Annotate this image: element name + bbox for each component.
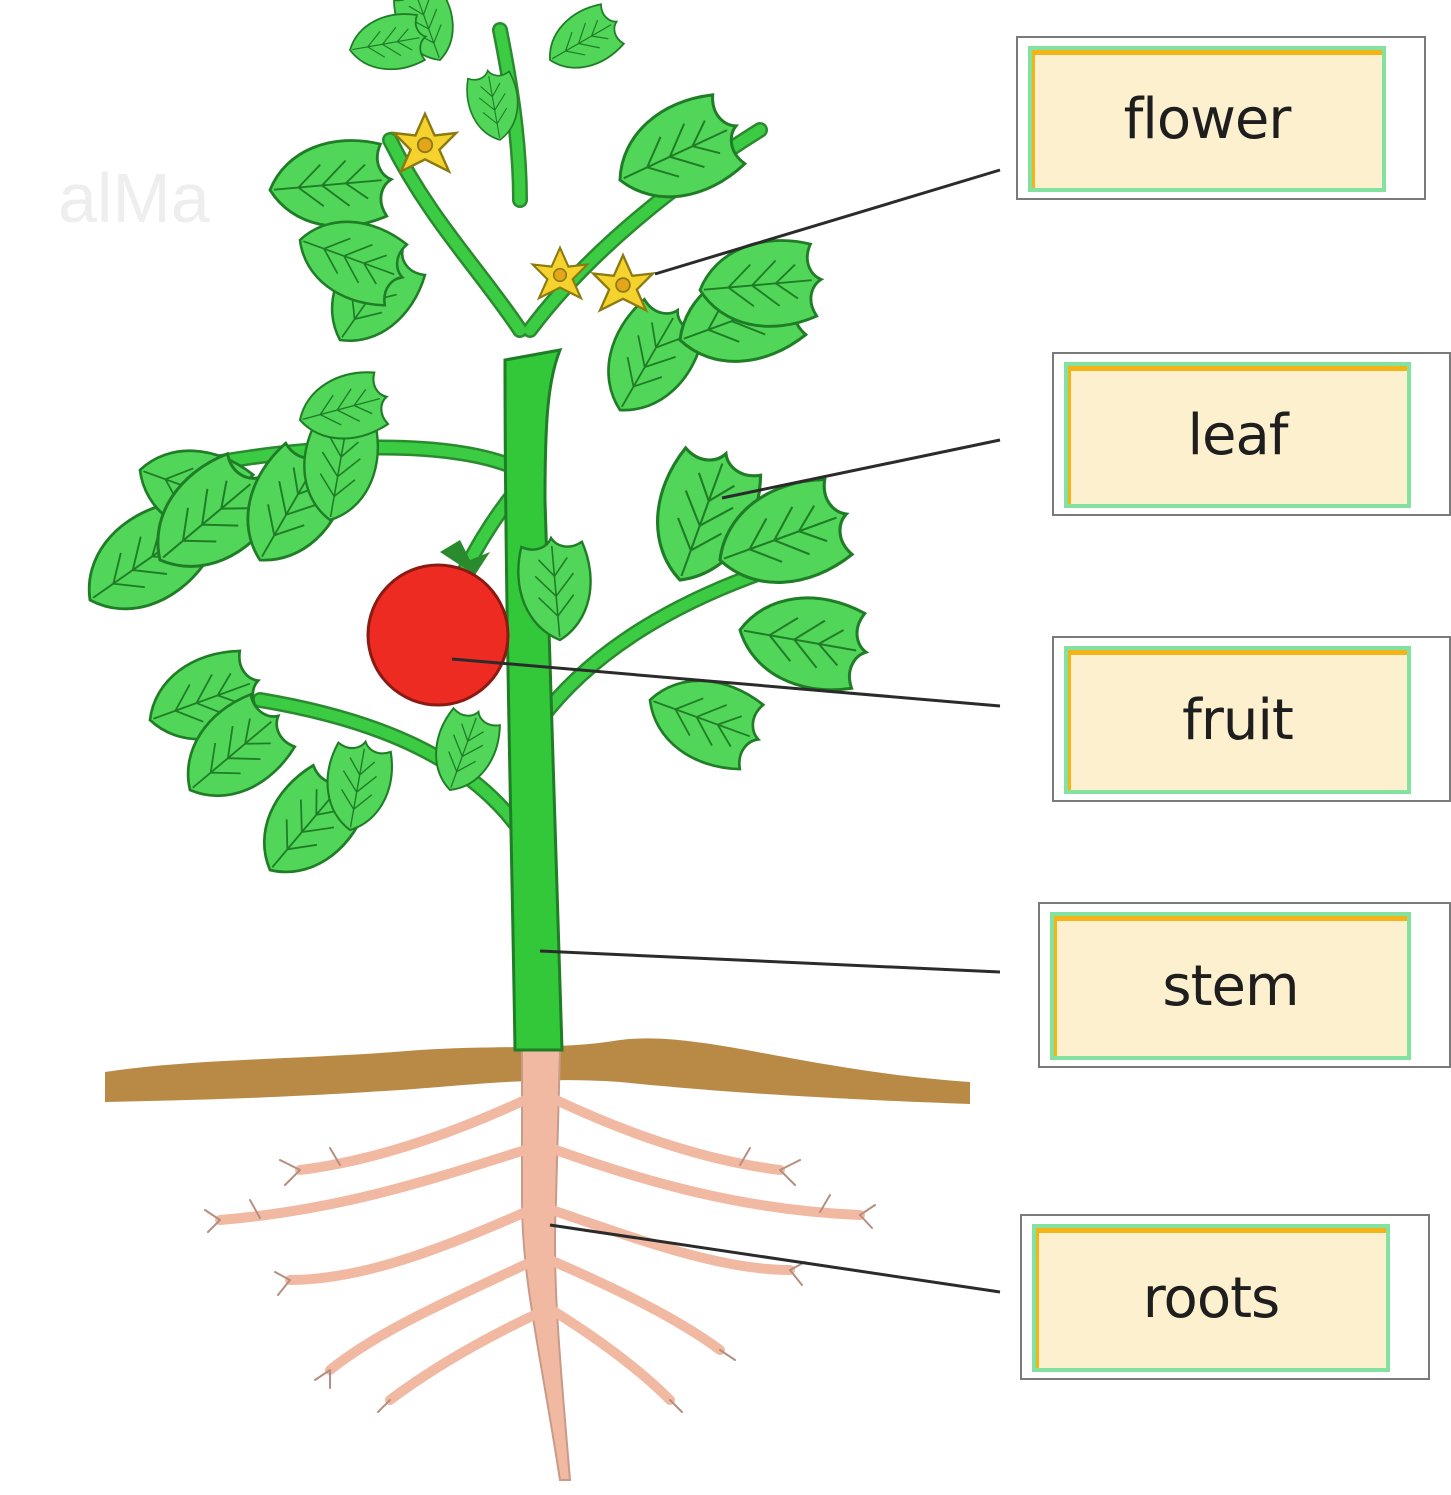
label-leaf: leaf <box>1187 403 1287 468</box>
roots <box>205 1050 875 1480</box>
label-box-roots[interactable]: roots <box>1020 1214 1430 1380</box>
label-fruit: fruit <box>1182 688 1293 753</box>
label-flower: flower <box>1124 87 1291 152</box>
label-roots: roots <box>1143 1266 1279 1331</box>
label-box-flower[interactable]: flower <box>1016 36 1426 200</box>
label-box-stem[interactable]: stem <box>1038 902 1451 1068</box>
label-stem: stem <box>1162 954 1298 1019</box>
tomato-fruit <box>368 540 508 705</box>
label-box-leaf[interactable]: leaf <box>1052 352 1451 516</box>
label-box-fruit[interactable]: fruit <box>1052 636 1451 802</box>
